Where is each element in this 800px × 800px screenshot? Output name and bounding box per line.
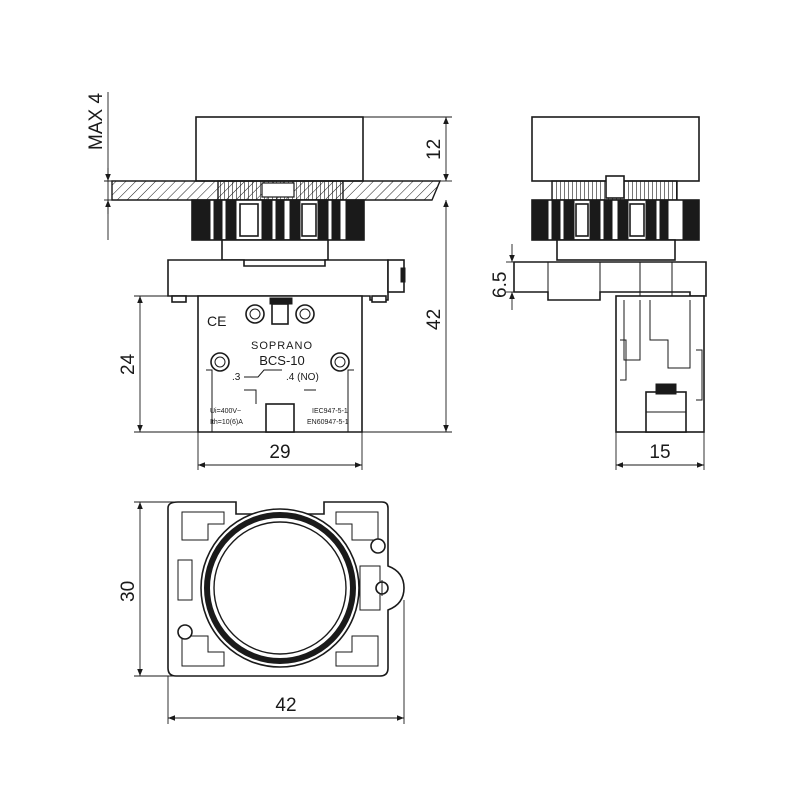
side-base-holder [513,261,707,301]
ring-nut [191,199,365,241]
terminal-screw [330,352,350,372]
brand-marking: SOPRANO [251,340,313,352]
standard-1: IEC947-5-1 [312,408,348,415]
button-head-top [200,508,360,668]
dim-base-height: 30 [118,501,178,677]
dim-contact-height-label: 24 [118,353,139,375]
standard-2: EN60947-5-1 [307,419,349,426]
top-view: 30 42 [118,501,405,724]
model-marking: BCS-10 [259,353,305,368]
dim-flange-thickness: 6.5 [490,244,515,310]
dim-overall-height-label: 42 [424,309,445,330]
dim-max-travel: MAX 4 [86,92,196,240]
dim-bezel-height: 12 [363,116,452,182]
terminal-3-label: .3 [232,372,241,383]
dim-contact-width-label: 29 [269,442,290,463]
mounting-hole [177,624,193,640]
dim-side-depth: 15 [615,432,705,470]
side-ring-nut [531,199,700,241]
dim-contact-width: 29 [197,432,363,470]
side-bezel [531,116,700,182]
ui-rating: Ui=400V~ [210,408,241,415]
dim-flange-thickness-label: 6.5 [490,272,511,298]
dim-base-width-label: 42 [275,695,296,716]
button-bezel [195,116,364,182]
dim-side-depth-label: 15 [649,442,670,463]
terminal-screw [210,352,230,372]
dim-overall-height: 42 [362,200,452,433]
dim-contact-height: 24 [118,295,198,433]
dim-bezel-height-label: 12 [424,139,445,160]
terminal-4-label: .4 (NO) [286,372,319,383]
dim-base-width: 42 [167,600,405,724]
terminal-screw [295,304,315,324]
dim-max-travel-label: MAX 4 [86,93,107,150]
contact-block: CE SOPRANO BCS-10 .3 .4 (NO) Ui=400V~ It… [197,295,363,433]
side-view: 6.5 15 [490,116,707,470]
ce-mark: CE [207,313,226,329]
front-view: CE SOPRANO BCS-10 .3 .4 (NO) Ui=400V~ It… [86,92,452,470]
ith-rating: Ith=10(6)A [210,419,243,426]
side-contact-block [615,295,705,433]
mounting-hole [370,538,386,554]
dim-base-height-label: 30 [118,581,139,602]
terminal-screw [245,304,265,324]
